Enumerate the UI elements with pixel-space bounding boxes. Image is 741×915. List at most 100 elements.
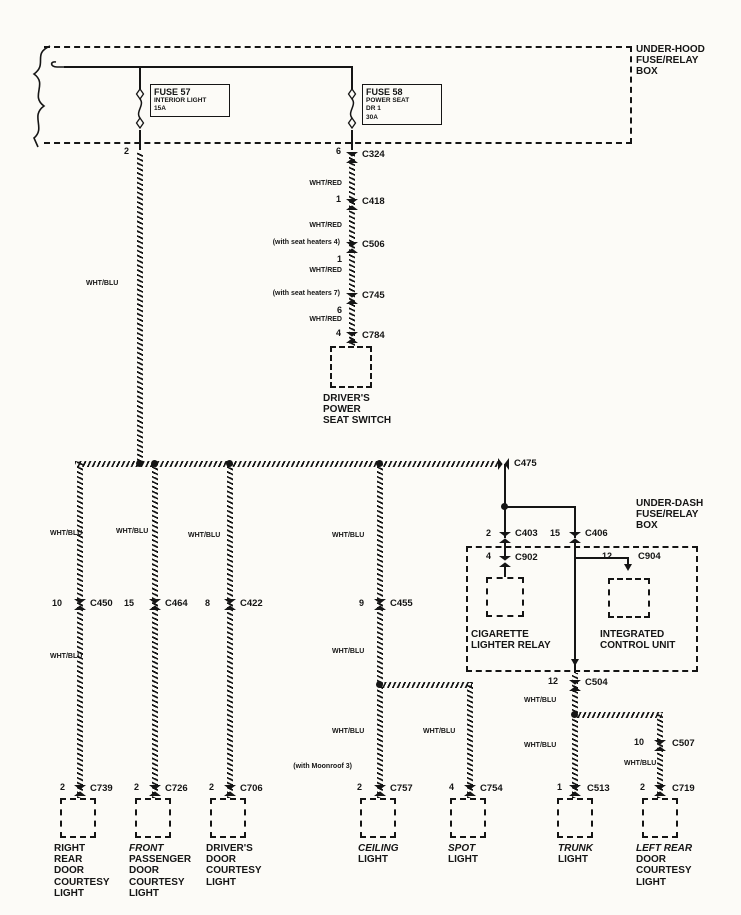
wire-to-c406 [574,506,576,538]
integrated-control-unit-box [608,578,650,618]
connector-c403-name: C403 [515,528,538,539]
connector-c455-icon [374,599,386,610]
wire-label-whtblu-c507: WHT/BLU [624,760,657,767]
pin-c450: 10 [52,598,63,608]
wire-bus-c475 [75,461,500,467]
underhood-box-label: UNDER-HOOD FUSE/RELAY BOX [636,44,705,78]
wire-fuse58-out [351,130,353,150]
wire-whtblu-leftrear [657,712,663,798]
wire-c475-to-c403 [504,464,506,538]
connector-c757-icon [374,785,386,796]
connector-c745-name: C745 [362,290,385,301]
cigarette-lighter-relay-label: CIGARETTE LIGHTER RELAY [471,629,551,652]
label-italic: LEFT REAR [636,843,693,854]
connector-c475-icon [498,458,509,470]
connector-c418-icon [346,199,358,210]
connector-c406-icon [569,532,581,543]
connector-c719-icon [654,785,666,796]
wire-c406-through-box [574,543,576,673]
pin-c406: 15 [550,528,561,538]
connector-c475-name: C475 [514,458,537,469]
pin-c739: 2 [60,782,66,792]
wire-fuse57-out [139,130,141,150]
wire-label-whtblu-col3: WHT/BLU [188,532,221,539]
pin-c418: 1 [336,194,342,204]
wire-label-whtblu-ceiling: WHT/BLU [332,728,365,735]
connector-c406-name: C406 [585,528,608,539]
pin-c507: 10 [634,737,645,747]
connector-c719-name: C719 [672,783,695,794]
pin-c324: 6 [336,146,342,156]
left-rear-door-courtesy-light-label: LEFT REAR DOOR COURTESY LIGHT [636,843,692,888]
label-rest: LIGHT [558,854,588,866]
wire-label-whtred-1: WHT/RED [309,180,342,187]
underhood-fuse-relay-box [44,46,632,144]
connector-c513-name: C513 [587,783,610,794]
connector-c450-name: C450 [90,598,113,609]
connector-c784-icon [346,332,358,343]
note-seat-heaters-7: (with seat heaters 7) [272,290,340,297]
front-passenger-door-courtesy-light-label: FRONT PASSENGER DOOR COURTESY LIGHT [129,843,191,899]
connector-c455-name: C455 [390,598,413,609]
connector-c324-name: C324 [362,149,385,160]
pin-c902: 4 [486,551,492,561]
connector-c706-icon [224,785,236,796]
fuse-57-desc: INTERIOR LIGHT 15A [154,97,207,113]
fuse-57-label-group: FUSE 57 INTERIOR LIGHT 15A [150,84,230,117]
fuse-57-icon [135,88,145,130]
junction-dot-ceiling-spot [376,681,383,688]
wire-whtblu-col4 [377,461,383,798]
drivers-power-seat-switch-label: DRIVER'S POWER SEAT SWITCH [323,393,392,427]
left-rear-door-courtesy-light-box [642,798,678,838]
connector-c506-name: C506 [362,239,385,250]
wire-label-whtblu-trunk: WHT/BLU [524,742,557,749]
wire-label-whtblu-col1a: WHT/BLU [50,530,83,537]
junction-dot-trunk-leftrear [571,711,578,718]
integrated-control-unit-label: INTEGRATED CONTROL UNIT [600,629,676,652]
wire-whtblu-feed [137,152,143,465]
label-italic: CEILING [358,843,399,854]
wire-branch-leftrear [575,712,662,718]
drivers-door-courtesy-light-box [210,798,246,838]
connector-c784-name: C784 [362,330,385,341]
connector-c904-name: C904 [638,551,661,562]
wire-box-feed [64,66,353,68]
pin-c784: 4 [336,328,342,338]
spot-light-box [450,798,486,838]
pin-c464: 15 [124,598,135,608]
torn-edge-icon [32,45,51,148]
arrow-down-icon [624,564,632,571]
arrow-down-icon [571,659,579,666]
right-rear-door-courtesy-light-label: RIGHT REAR DOOR COURTESY LIGHT [54,843,110,899]
connector-c902-icon [499,556,511,567]
fuse-57-name: FUSE 57 [154,87,191,97]
pin-c726: 2 [134,782,140,792]
pin-c422: 8 [205,598,211,608]
cigarette-lighter-relay-box [486,577,524,617]
wire-label-whtblu-c504: WHT/BLU [524,697,557,704]
label-rest: DOOR COURTESY LIGHT [636,854,692,888]
connector-c422-icon [224,599,236,610]
label-rest: LIGHT [358,854,388,866]
connector-c754-name: C754 [480,783,503,794]
label-italic: FRONT [129,843,164,854]
connector-c507-icon [654,740,666,751]
pin-c504: 12 [548,676,559,686]
connector-c450-icon [74,599,86,610]
wire-fuse58-tap [351,67,353,89]
pin-c904: 12 [602,551,613,561]
connector-c757-name: C757 [390,783,413,794]
ceiling-light-label: CEILING LIGHT [358,843,399,865]
pin-c745: 6 [337,305,343,315]
connector-c422-name: C422 [240,598,263,609]
pin-c719: 2 [640,782,646,792]
wire-c403-to-c902 [504,543,506,557]
junction-dot-feed [136,460,143,467]
wire-whtblu-spot [467,682,473,798]
label-italic: TRUNK [558,843,593,854]
wire-label-whtred-2: WHT/RED [309,222,342,229]
connector-c504-name: C504 [585,677,608,688]
pin-feed: 2 [124,146,130,156]
label-italic: SPOT [448,843,476,854]
